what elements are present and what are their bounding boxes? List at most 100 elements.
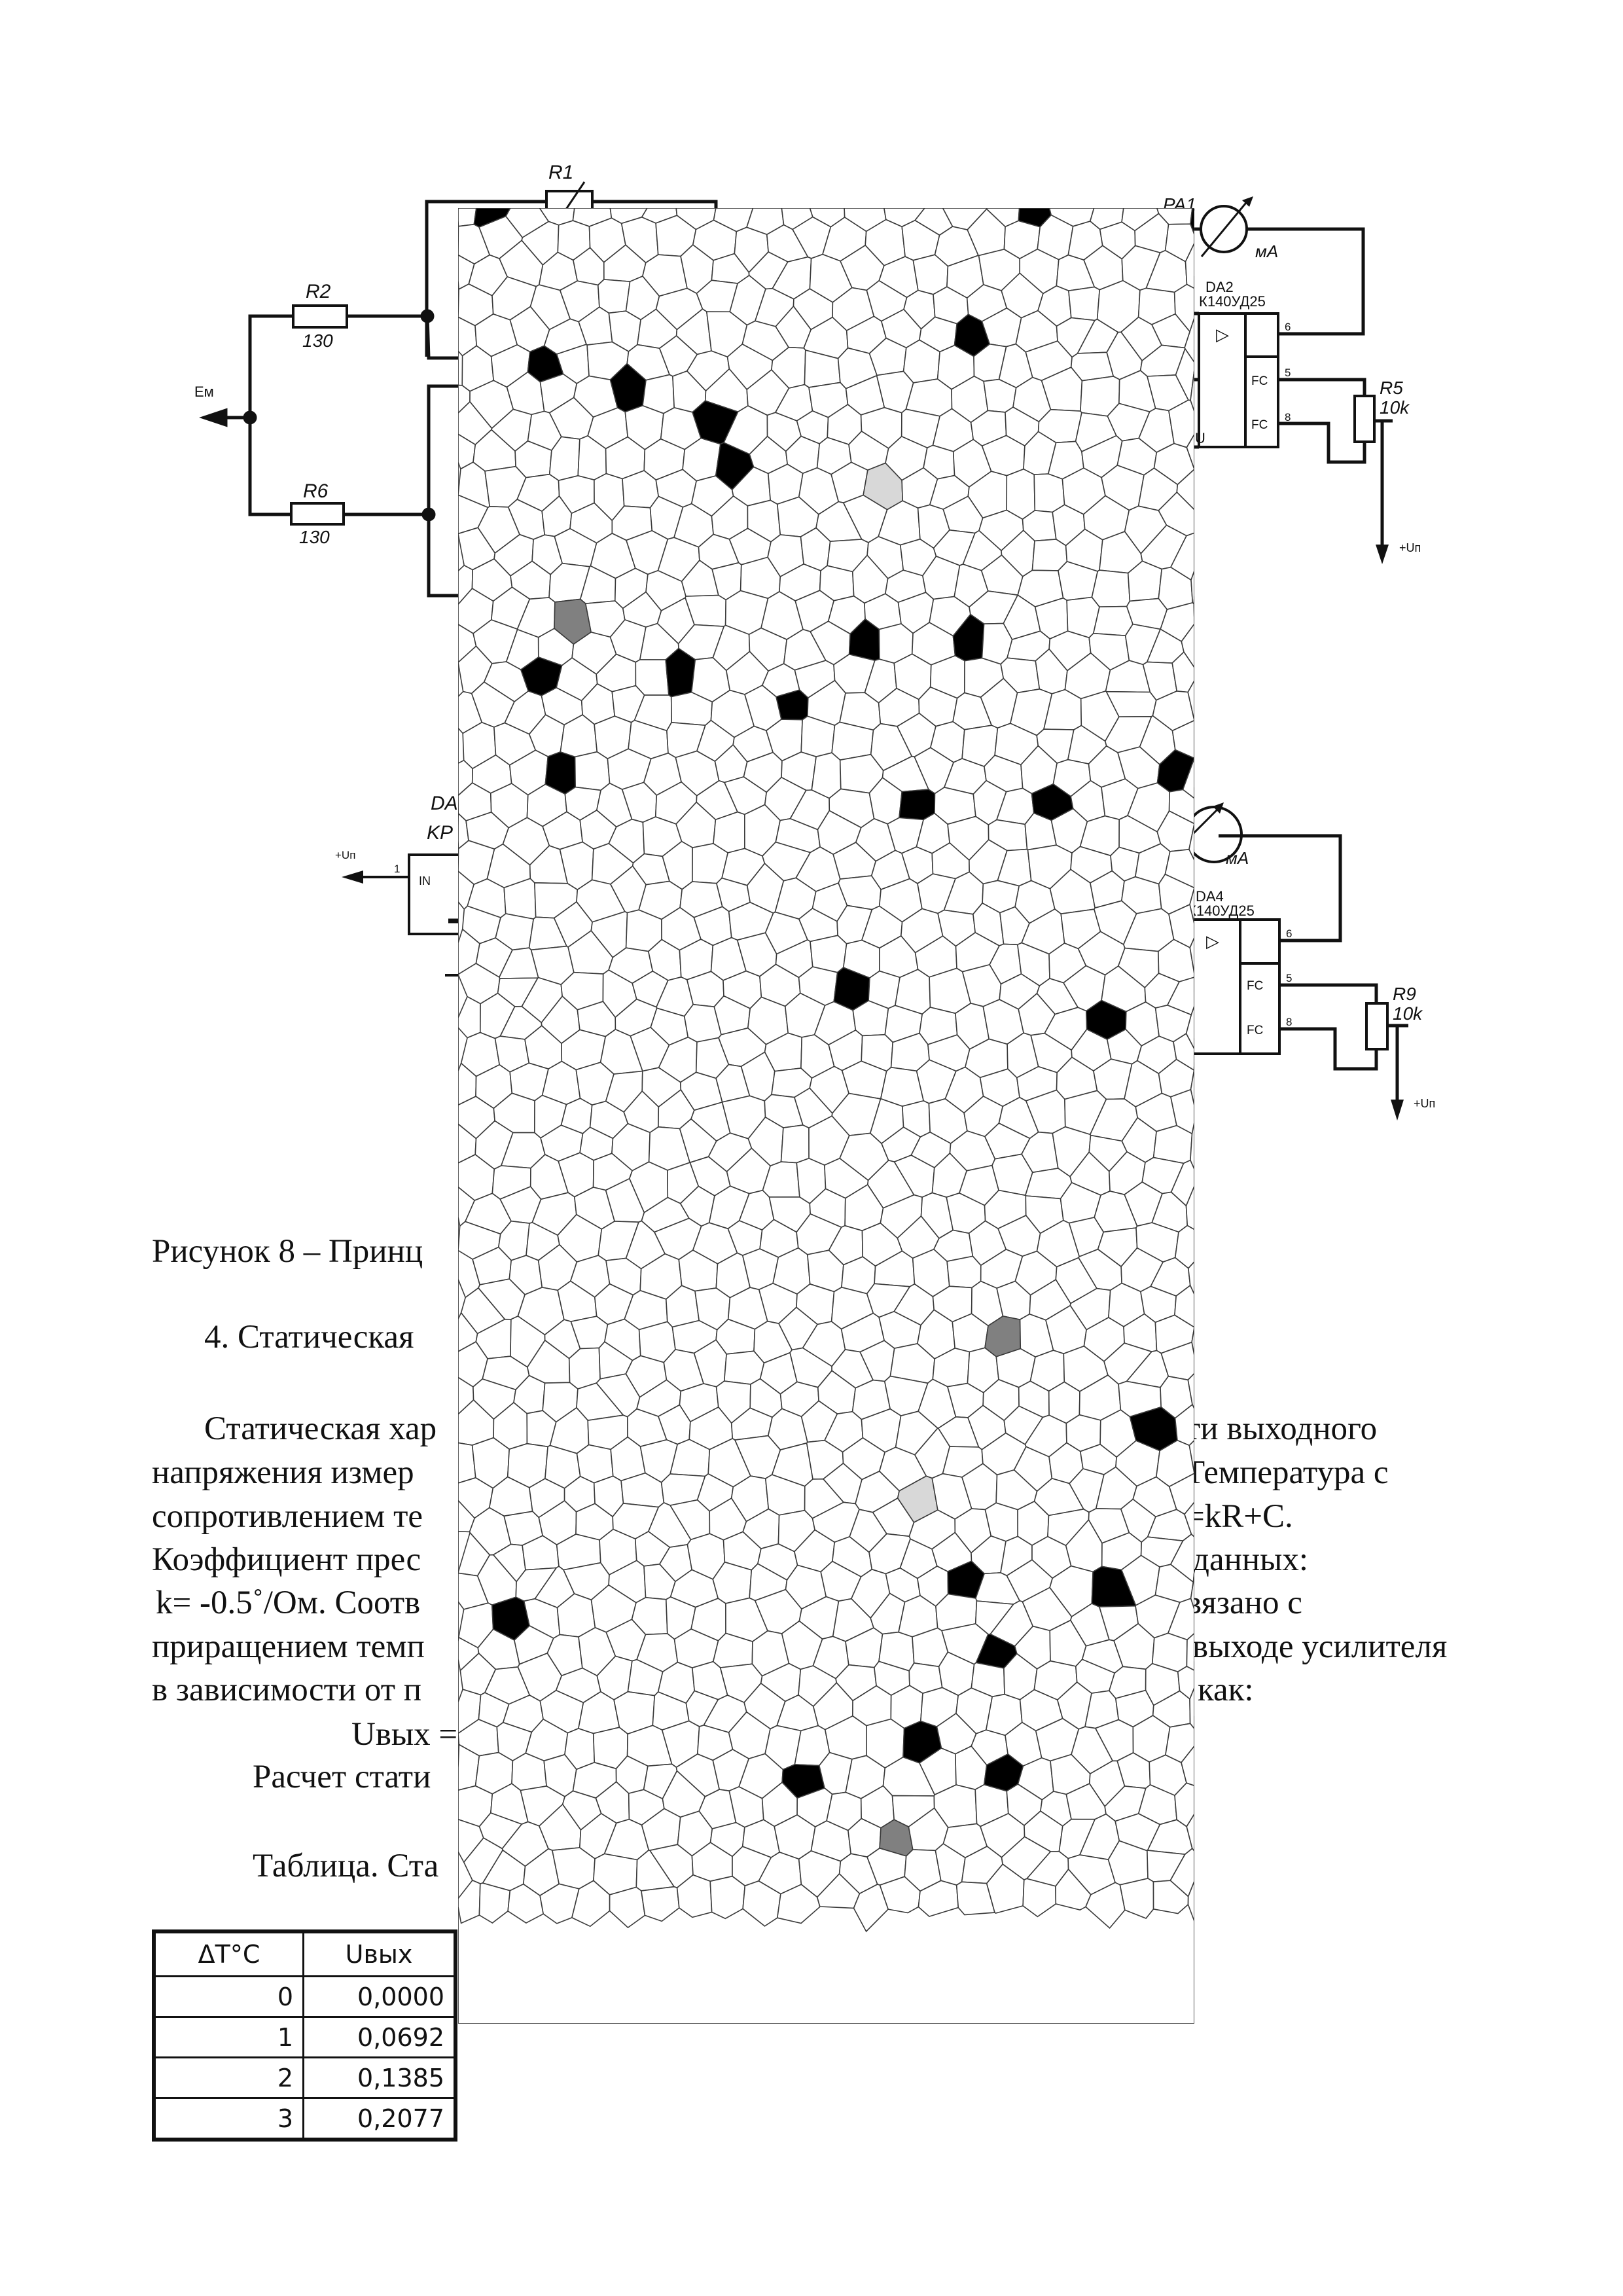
section-heading: 4. Статическая <box>204 1319 414 1355</box>
mosaic-cell <box>597 279 631 314</box>
table-row: 0 0,0000 <box>152 1975 457 2018</box>
supply-arrow-icon <box>1376 545 1389 564</box>
meter-needle-icon <box>1200 199 1250 257</box>
mosaic-cell <box>574 751 611 791</box>
da2-part: К140УД25 <box>1199 293 1266 310</box>
da2-fc-top: FC <box>1251 374 1268 388</box>
mosaic-cell <box>1185 1005 1194 1050</box>
in-label: IN <box>419 874 431 888</box>
r2-value: 130 <box>302 331 333 351</box>
mosaic-cell <box>1164 848 1194 889</box>
da2-pin-6: 6 <box>1285 321 1291 333</box>
mosaic-cell <box>1187 679 1194 726</box>
da2-symbol-icon: ▷ <box>1216 325 1229 344</box>
para-line-right: данных: <box>1192 1541 1309 1578</box>
lower-circuit: DA KP +Uп 1 IN мА DA4 К140УД25 ▷ FC FC 6 <box>335 793 1435 1121</box>
pa1-unit: мА <box>1255 242 1278 261</box>
r9-value: 10k <box>1393 1003 1423 1024</box>
mosaic-cell <box>1191 1319 1194 1356</box>
wire-meter-right <box>1219 834 1342 942</box>
mosaic-cell <box>811 752 842 799</box>
header-u-out: Uвых <box>302 1930 457 1977</box>
upper-circuit: R1 R2 130 Ем R6 130 <box>194 162 1421 598</box>
resistor-r9 <box>1365 1002 1389 1050</box>
r1-label: R1 <box>548 162 573 183</box>
meter-arrowhead-icon <box>1213 802 1224 814</box>
mosaic-cell <box>899 789 936 821</box>
mosaic-cell <box>946 1255 982 1289</box>
mosaic-cell <box>1188 1439 1194 1483</box>
table-row: 2 0,1385 <box>152 2056 457 2099</box>
resistor-r5 <box>1353 395 1376 443</box>
cell-u-out: 0,0692 <box>302 2016 457 2058</box>
mosaic-cell <box>1068 286 1101 321</box>
mosaic-cell <box>1174 1284 1194 1328</box>
para-line-right: выходе усилителя <box>1192 1628 1448 1665</box>
da4-pin-6: 6 <box>1286 927 1292 940</box>
para-line-left: приращением темп <box>152 1628 425 1665</box>
r9-label: R9 <box>1393 984 1416 1004</box>
resistor-r6 <box>290 502 345 526</box>
formula-line: Uвых = <box>351 1716 458 1753</box>
para-line-right: Температура с <box>1185 1454 1389 1491</box>
para-line-right: =kR+C. <box>1186 1498 1293 1535</box>
cell-delta-t: 2 <box>152 2056 304 2099</box>
wire-pin5-r5 <box>1278 378 1366 396</box>
mosaic-cell <box>1184 1501 1194 1538</box>
kp-label-partial: KP <box>427 822 453 844</box>
wire-r6-left <box>248 418 291 516</box>
cell-delta-t: 0 <box>152 1975 304 2018</box>
table-caption: Таблица. Ста <box>253 1848 439 1884</box>
mosaic-cell <box>1189 1687 1194 1730</box>
r2-label: R2 <box>306 281 331 302</box>
mosaic-cell <box>1182 757 1194 799</box>
mosaic-cell <box>1176 468 1194 511</box>
para-line-left: Статическая хар <box>204 1410 437 1447</box>
mosaic-cell <box>1187 1372 1194 1409</box>
r6-value: 130 <box>299 527 330 547</box>
mosaic-cell <box>1190 1122 1194 1170</box>
da-label-partial: DA <box>431 793 458 814</box>
da2-fc-bottom: FC <box>1251 418 1268 432</box>
mosaic-cell <box>1190 1062 1194 1106</box>
da2-pin-5: 5 <box>1285 367 1291 379</box>
mosaic-cell <box>1189 880 1194 924</box>
mosaic-cell <box>1186 1813 1194 1852</box>
em-arrow-icon <box>199 408 228 427</box>
mosaic-cell <box>1152 1124 1193 1164</box>
mosaic-cell <box>1006 468 1036 520</box>
table-row: 1 0,0692 <box>152 2016 457 2058</box>
r5-label: R5 <box>1380 378 1403 398</box>
mosaic-cell <box>816 1873 861 1909</box>
pin-1: 1 <box>394 863 400 875</box>
para-line-left: в зависимости от п <box>152 1672 422 1708</box>
wire-meter-right <box>1247 227 1365 336</box>
resistor-r2 <box>292 304 348 329</box>
da2-partial-pin: U <box>1195 430 1205 446</box>
mosaic-cell <box>1189 937 1194 974</box>
meter-arrowhead-icon <box>1242 196 1253 207</box>
para-line-left: Коэффициент прес <box>152 1541 421 1578</box>
da4-pin-8: 8 <box>1286 1016 1292 1028</box>
wire-r1-top <box>425 200 546 357</box>
r5-value: 10k <box>1380 397 1410 418</box>
mosaic-overlay <box>458 208 1194 2024</box>
mosaic-cell <box>1187 1881 1194 1922</box>
para-line-right: как: <box>1198 1672 1254 1708</box>
mosaic-cell <box>810 935 847 973</box>
mosaic-cell <box>780 1124 810 1164</box>
supply-arrow-icon <box>1391 1100 1404 1121</box>
wire-r6-up <box>427 384 458 598</box>
da4-fc-bottom: FC <box>1247 1024 1263 1037</box>
da4-symbol-icon: ▷ <box>1206 931 1219 951</box>
mosaic-cell <box>1181 622 1194 669</box>
mosaic-cell <box>1186 1632 1194 1672</box>
figure-caption: Рисунок 8 – Принц <box>152 1233 423 1270</box>
mosaic-cell <box>723 1350 765 1385</box>
para-line-right: ти выходного <box>1186 1410 1378 1447</box>
calc-line: Расчет стати <box>253 1759 431 1795</box>
em-label: Ем <box>194 384 214 400</box>
cell-delta-t: 1 <box>152 2016 304 2058</box>
mosaic-cell <box>1186 433 1194 473</box>
